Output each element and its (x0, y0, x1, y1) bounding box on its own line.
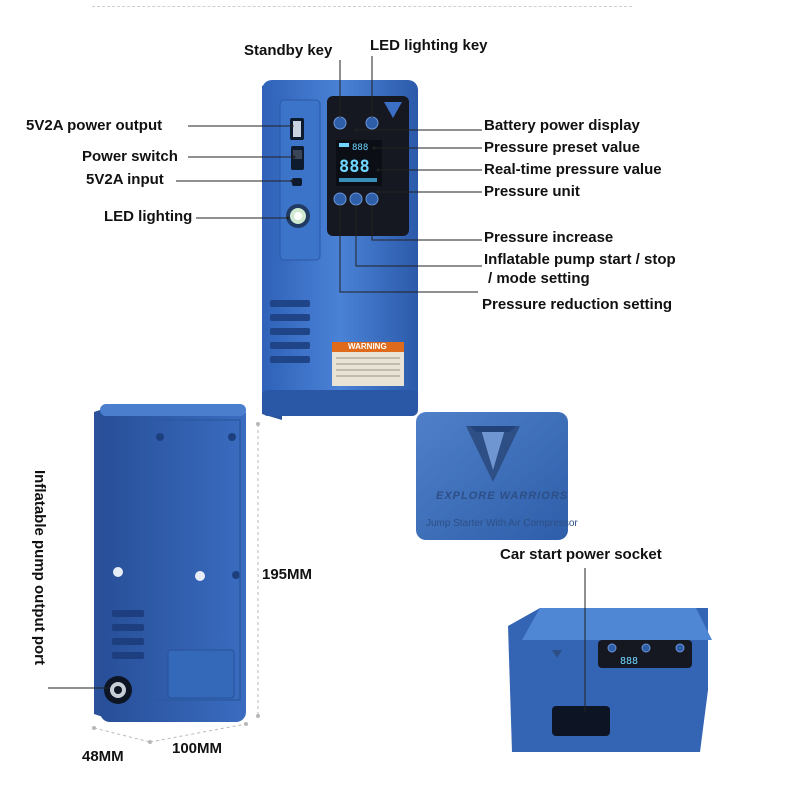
label-pressure-increase: Pressure increase (484, 229, 614, 246)
label-usb-output: 5V2A power output (26, 117, 163, 134)
brand-tagline: Jump Starter With Air Compressor (426, 518, 578, 529)
svg-text:888: 888 (339, 157, 370, 177)
dimension-depth: 48MM (82, 748, 124, 765)
label-power-switch: Power switch (82, 148, 178, 165)
usb-input-port (292, 178, 302, 186)
logo-closeup (416, 412, 568, 540)
warning-text: WARNING (348, 342, 387, 351)
label-led-lighting: LED lighting (104, 208, 193, 225)
label-battery-display: Battery power display (484, 117, 640, 134)
dimension-width: 100MM (172, 740, 223, 757)
main-device-base (262, 390, 418, 416)
label-standby-key: Standby key (244, 42, 333, 59)
top-divider (92, 6, 632, 7)
label-pressure-preset: Pressure preset value (484, 139, 640, 156)
label-pump-output-port: Inflatable pump output port (31, 470, 48, 665)
brand-name: EXPLORE WARRIORS (436, 490, 569, 502)
svg-text:888: 888 (352, 143, 368, 153)
label-pressure-unit: Pressure unit (484, 183, 580, 200)
label-led-lighting-key: LED lighting key (370, 37, 488, 54)
label-pump-start-line2: / mode setting (488, 270, 590, 287)
dimension-height: 195MM (262, 566, 313, 583)
label-pump-start-line1: Inflatable pump start / stop (484, 251, 676, 268)
svg-text:888: 888 (620, 656, 638, 667)
label-car-start-socket: Car start power socket (500, 546, 662, 563)
bottom-view: 888 (508, 608, 712, 752)
label-usb-input: 5V2A input (86, 171, 164, 188)
car-start-socket (552, 706, 610, 736)
label-realtime-pressure: Real-time pressure value (484, 161, 662, 178)
label-pressure-reduction: Pressure reduction setting (482, 296, 673, 313)
back-device (94, 404, 246, 722)
